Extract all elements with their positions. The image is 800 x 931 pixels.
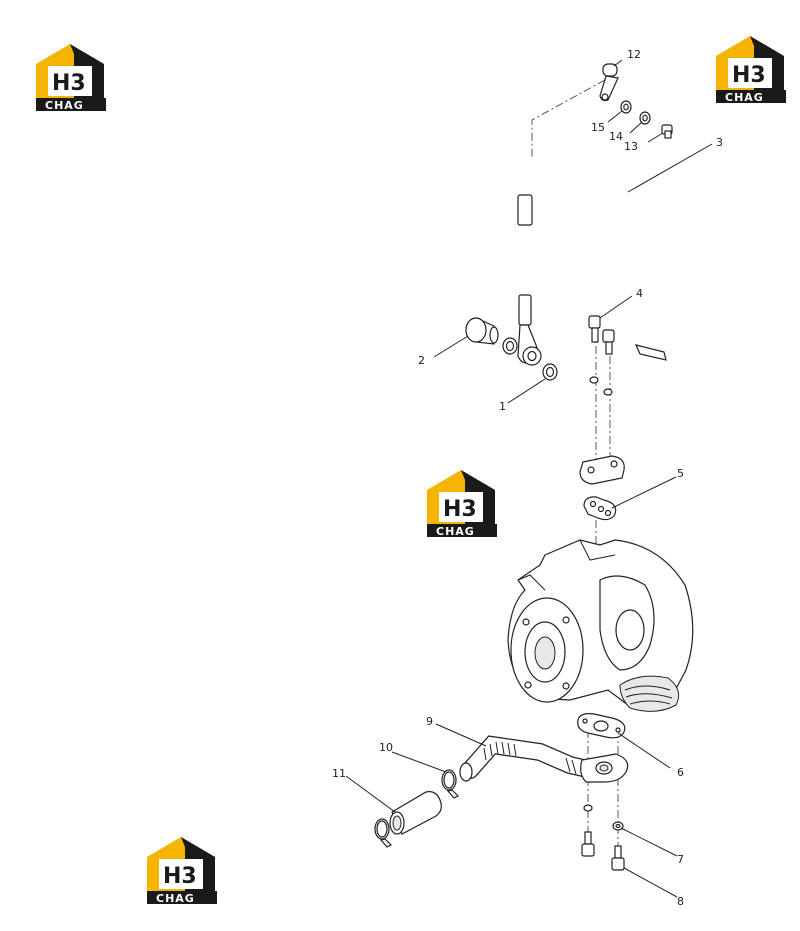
watermark-logo: H3 CHAG — [34, 42, 108, 112]
callout-11: 11 — [332, 767, 346, 780]
screw-part-13 — [661, 124, 673, 139]
callout-8: 8 — [677, 895, 684, 908]
logo-mark: H3 — [443, 497, 477, 522]
logo-graphic: H3 CHAG — [36, 44, 106, 112]
watermark-logo: H3 CHAG — [714, 34, 788, 104]
clip-part-12 — [599, 63, 619, 102]
callout-9: 9 — [426, 715, 433, 728]
washer-part-7 — [583, 804, 624, 831]
watermark-logo: H3 CHAG — [425, 468, 499, 538]
callout-6: 6 — [677, 766, 684, 779]
gasket-part-5 — [583, 496, 617, 521]
callout-10: 10 — [379, 741, 393, 754]
logo-word: CHAG — [725, 91, 764, 104]
leader-lines — [345, 59, 713, 898]
callout-7: 7 — [677, 853, 684, 866]
watermark-logo: H3 CHAG — [145, 835, 219, 905]
logo-mark: H3 — [732, 63, 766, 88]
oil-feed-pipe-part-3 — [517, 158, 667, 485]
gasket-part-6 — [577, 713, 626, 739]
callout-15: 15 — [591, 121, 605, 134]
logo-word: CHAG — [436, 525, 475, 538]
cap-screw-part-8 — [581, 831, 625, 871]
logo-mark: H3 — [163, 864, 197, 889]
washer-part-15 — [620, 100, 632, 114]
callout-labels: 1 2 3 4 5 6 7 8 9 10 11 12 13 14 15 — [332, 48, 723, 908]
logo-mark: H3 — [52, 71, 86, 96]
callout-5: 5 — [677, 467, 684, 480]
callout-2: 2 — [418, 354, 425, 367]
logo-word: CHAG — [45, 99, 84, 112]
callout-4: 4 — [636, 287, 643, 300]
callout-14: 14 — [609, 130, 623, 143]
cap-screw-part-4 — [588, 315, 615, 396]
hose-clamp-part-11 — [374, 818, 393, 848]
turbocharger-body — [507, 539, 694, 712]
callout-3: 3 — [716, 136, 723, 149]
sealing-ring-part-1 — [502, 337, 558, 381]
hose-clamp-part-10 — [441, 769, 460, 799]
oil-drain-pipe-part-9 — [459, 735, 629, 783]
logo-graphic: H3 CHAG — [147, 837, 217, 905]
logo-graphic: H3 CHAG — [427, 470, 497, 538]
callout-1: 1 — [499, 400, 506, 413]
callout-13: 13 — [624, 140, 638, 153]
washer-part-14 — [639, 111, 651, 125]
logo-word: CHAG — [156, 892, 195, 905]
banjo-bolt-part-2 — [465, 317, 499, 345]
logo-graphic: H3 CHAG — [716, 36, 786, 104]
callout-12: 12 — [627, 48, 641, 61]
hose-part-11 — [389, 791, 442, 835]
